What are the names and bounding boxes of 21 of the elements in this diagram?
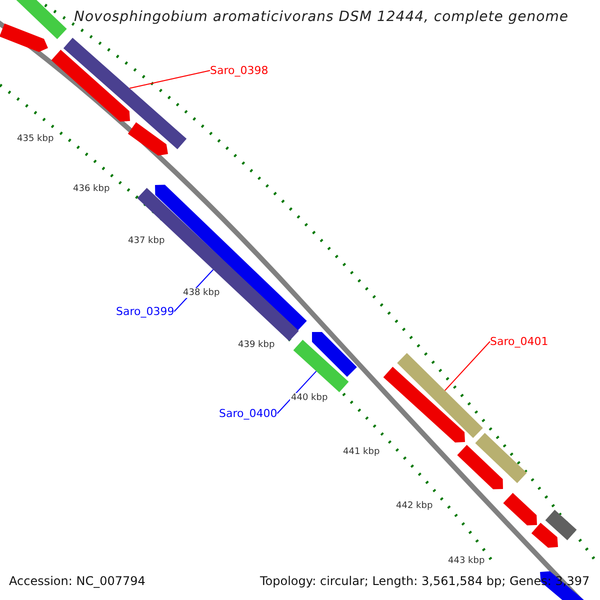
scale-tick-label: 436 kbp [72, 184, 111, 194]
scale-tick-label: 435 kbp [16, 134, 55, 144]
leader-line [276, 370, 317, 414]
gene-bar [293, 340, 349, 392]
map-title: Novosphingobium aromaticivorans DSM 12444, complete genome [74, 9, 568, 25]
gene-label: Saro_0398 [210, 64, 268, 77]
gene-label: Saro_0399 [116, 305, 174, 318]
gene-bar [63, 38, 187, 150]
leader-line [129, 70, 210, 89]
gene-label: Saro_0401 [490, 335, 548, 348]
gene-label: Saro_0400 [219, 407, 278, 420]
scale-tick-label: 437 kbp [127, 236, 166, 246]
scale-tick-label: 441 kbp [342, 447, 381, 457]
scale-tick-label: 438 kbp [182, 288, 221, 298]
scale-tick-label: 442 kbp [395, 501, 434, 511]
scale-tick-label: 439 kbp [237, 340, 276, 350]
scale-tick-label: 443 kbp [447, 556, 486, 566]
leader-line [444, 341, 490, 392]
scale-tick-label: 440 kbp [290, 393, 329, 403]
gene-bar [397, 353, 483, 438]
info-text: Accession: NC_007794 [9, 574, 146, 588]
